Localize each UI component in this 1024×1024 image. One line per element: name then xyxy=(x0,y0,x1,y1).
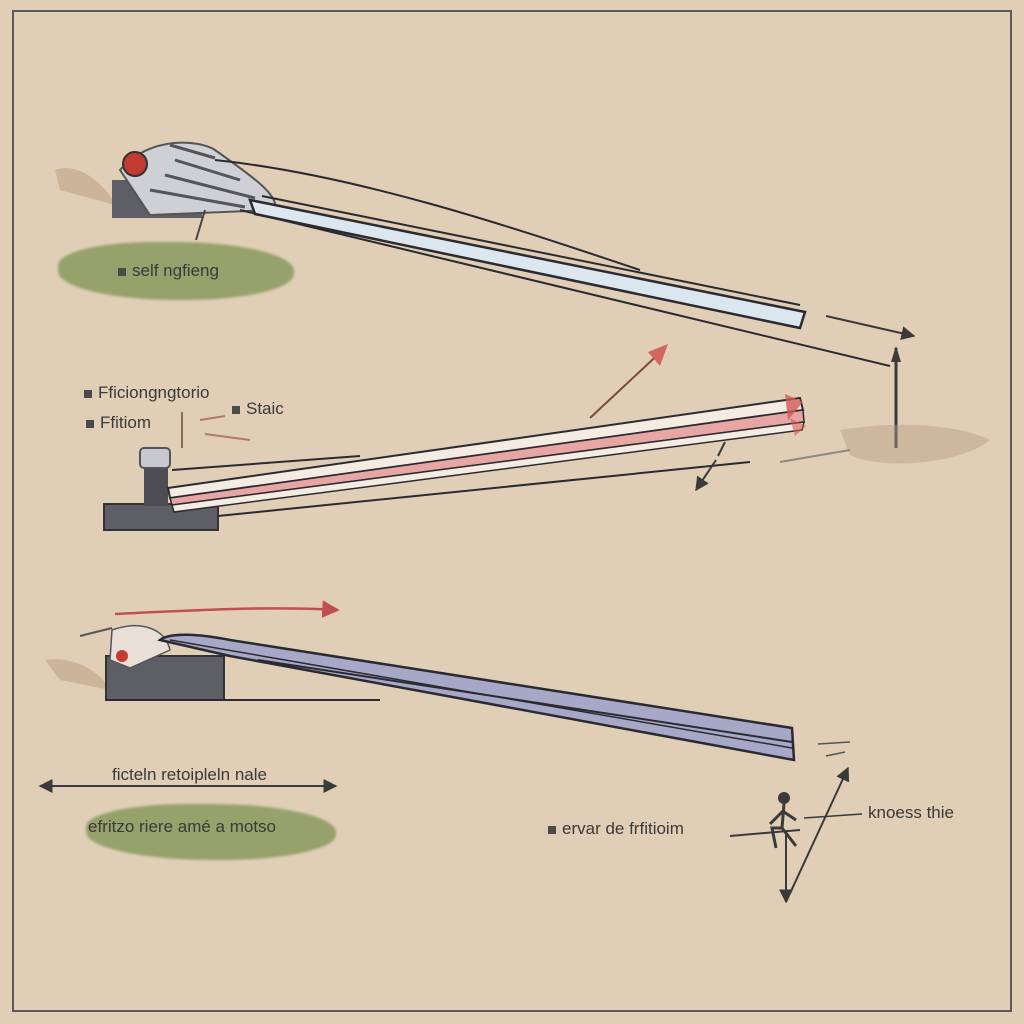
beam-red xyxy=(169,409,805,506)
beam-blue xyxy=(248,198,807,330)
label-friction-top: Fficiongngtorio xyxy=(84,384,210,401)
person-figure xyxy=(768,792,798,849)
diagram-frame xyxy=(12,10,1012,1012)
label-kinetic: knoess thie xyxy=(868,803,954,822)
cable-ground xyxy=(217,461,751,517)
post-block xyxy=(144,466,168,506)
post-cap xyxy=(139,447,171,469)
beam-white-low xyxy=(171,421,805,513)
vector-diagonal xyxy=(785,766,850,903)
bullet-icon xyxy=(84,389,92,398)
force-arrow-right xyxy=(825,315,916,341)
clamp-body xyxy=(118,141,277,217)
label-self-weighing: self ngfieng xyxy=(118,262,219,279)
cable-top xyxy=(214,159,641,271)
label-ruler: ficteln retoipleln nale xyxy=(112,765,267,784)
bullet-icon xyxy=(86,419,94,428)
red-arrow-right xyxy=(114,600,340,618)
beam-violet xyxy=(157,633,796,762)
section-bottom xyxy=(38,600,863,904)
smudge-left xyxy=(55,168,115,205)
cable-lower xyxy=(171,455,361,471)
vector-left xyxy=(729,829,801,837)
red-arrow-up xyxy=(589,347,666,419)
green-highlight-top xyxy=(58,242,294,300)
bullet-icon xyxy=(548,825,556,834)
green-highlight-bottom xyxy=(86,804,336,860)
bullet-icon xyxy=(232,405,240,414)
smudge-left-2 xyxy=(45,659,110,690)
red-knob xyxy=(122,151,148,177)
bullet-icon xyxy=(118,267,126,276)
section-top xyxy=(55,141,990,464)
label-friction-green: efritzo riere amé a motso xyxy=(88,817,277,836)
small-arrow-down xyxy=(695,459,717,492)
red-dot xyxy=(116,650,128,662)
label-static: Staic xyxy=(232,400,284,417)
label-force: ervar de frfitioim xyxy=(548,820,684,837)
ground-smudge xyxy=(840,424,990,464)
cable-bottom xyxy=(239,209,891,367)
section-middle xyxy=(103,344,851,531)
label-friction: Ffitiom xyxy=(86,414,151,431)
